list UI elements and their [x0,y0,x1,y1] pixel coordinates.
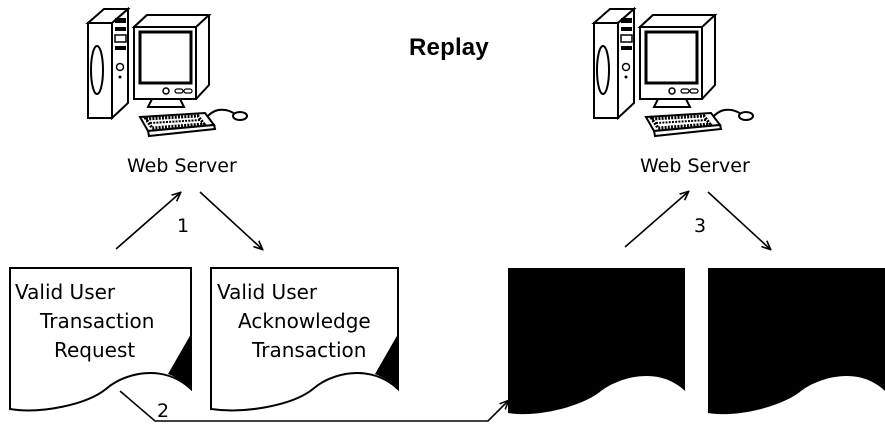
acknowledge-doc-line-3: Transaction [252,338,367,362]
request-document-icon [9,267,192,412]
diagram-title: Replay [409,34,489,61]
request-doc-line-1: Valid User [15,280,116,304]
right-computer-icon [592,7,755,138]
replayed-acknowledge-document-icon [708,268,885,415]
left-server-label: Web Server [127,155,237,177]
request-doc-line-2: Transaction [40,309,155,333]
acknowledge-doc-line-2: Acknowledge [238,309,371,333]
arrow-to-left-server-icon [115,193,180,250]
acknowledge-document-icon [210,267,399,412]
acknowledge-doc-line-1: Valid User [217,280,318,304]
arrow-from-left-server-icon [199,191,262,249]
step-3-label: 3 [694,215,707,237]
right-server-label: Web Server [640,155,750,177]
step-1-label: 1 [177,215,190,237]
arrow-from-right-server-icon [707,191,770,249]
request-doc-line-3: Request [54,338,136,362]
replayed-request-document-icon [508,268,685,415]
arrow-to-right-server-icon [624,192,688,248]
replay-path-arrow-icon [119,390,508,422]
step-2-label: 2 [157,400,170,422]
left-computer-icon [86,7,249,138]
